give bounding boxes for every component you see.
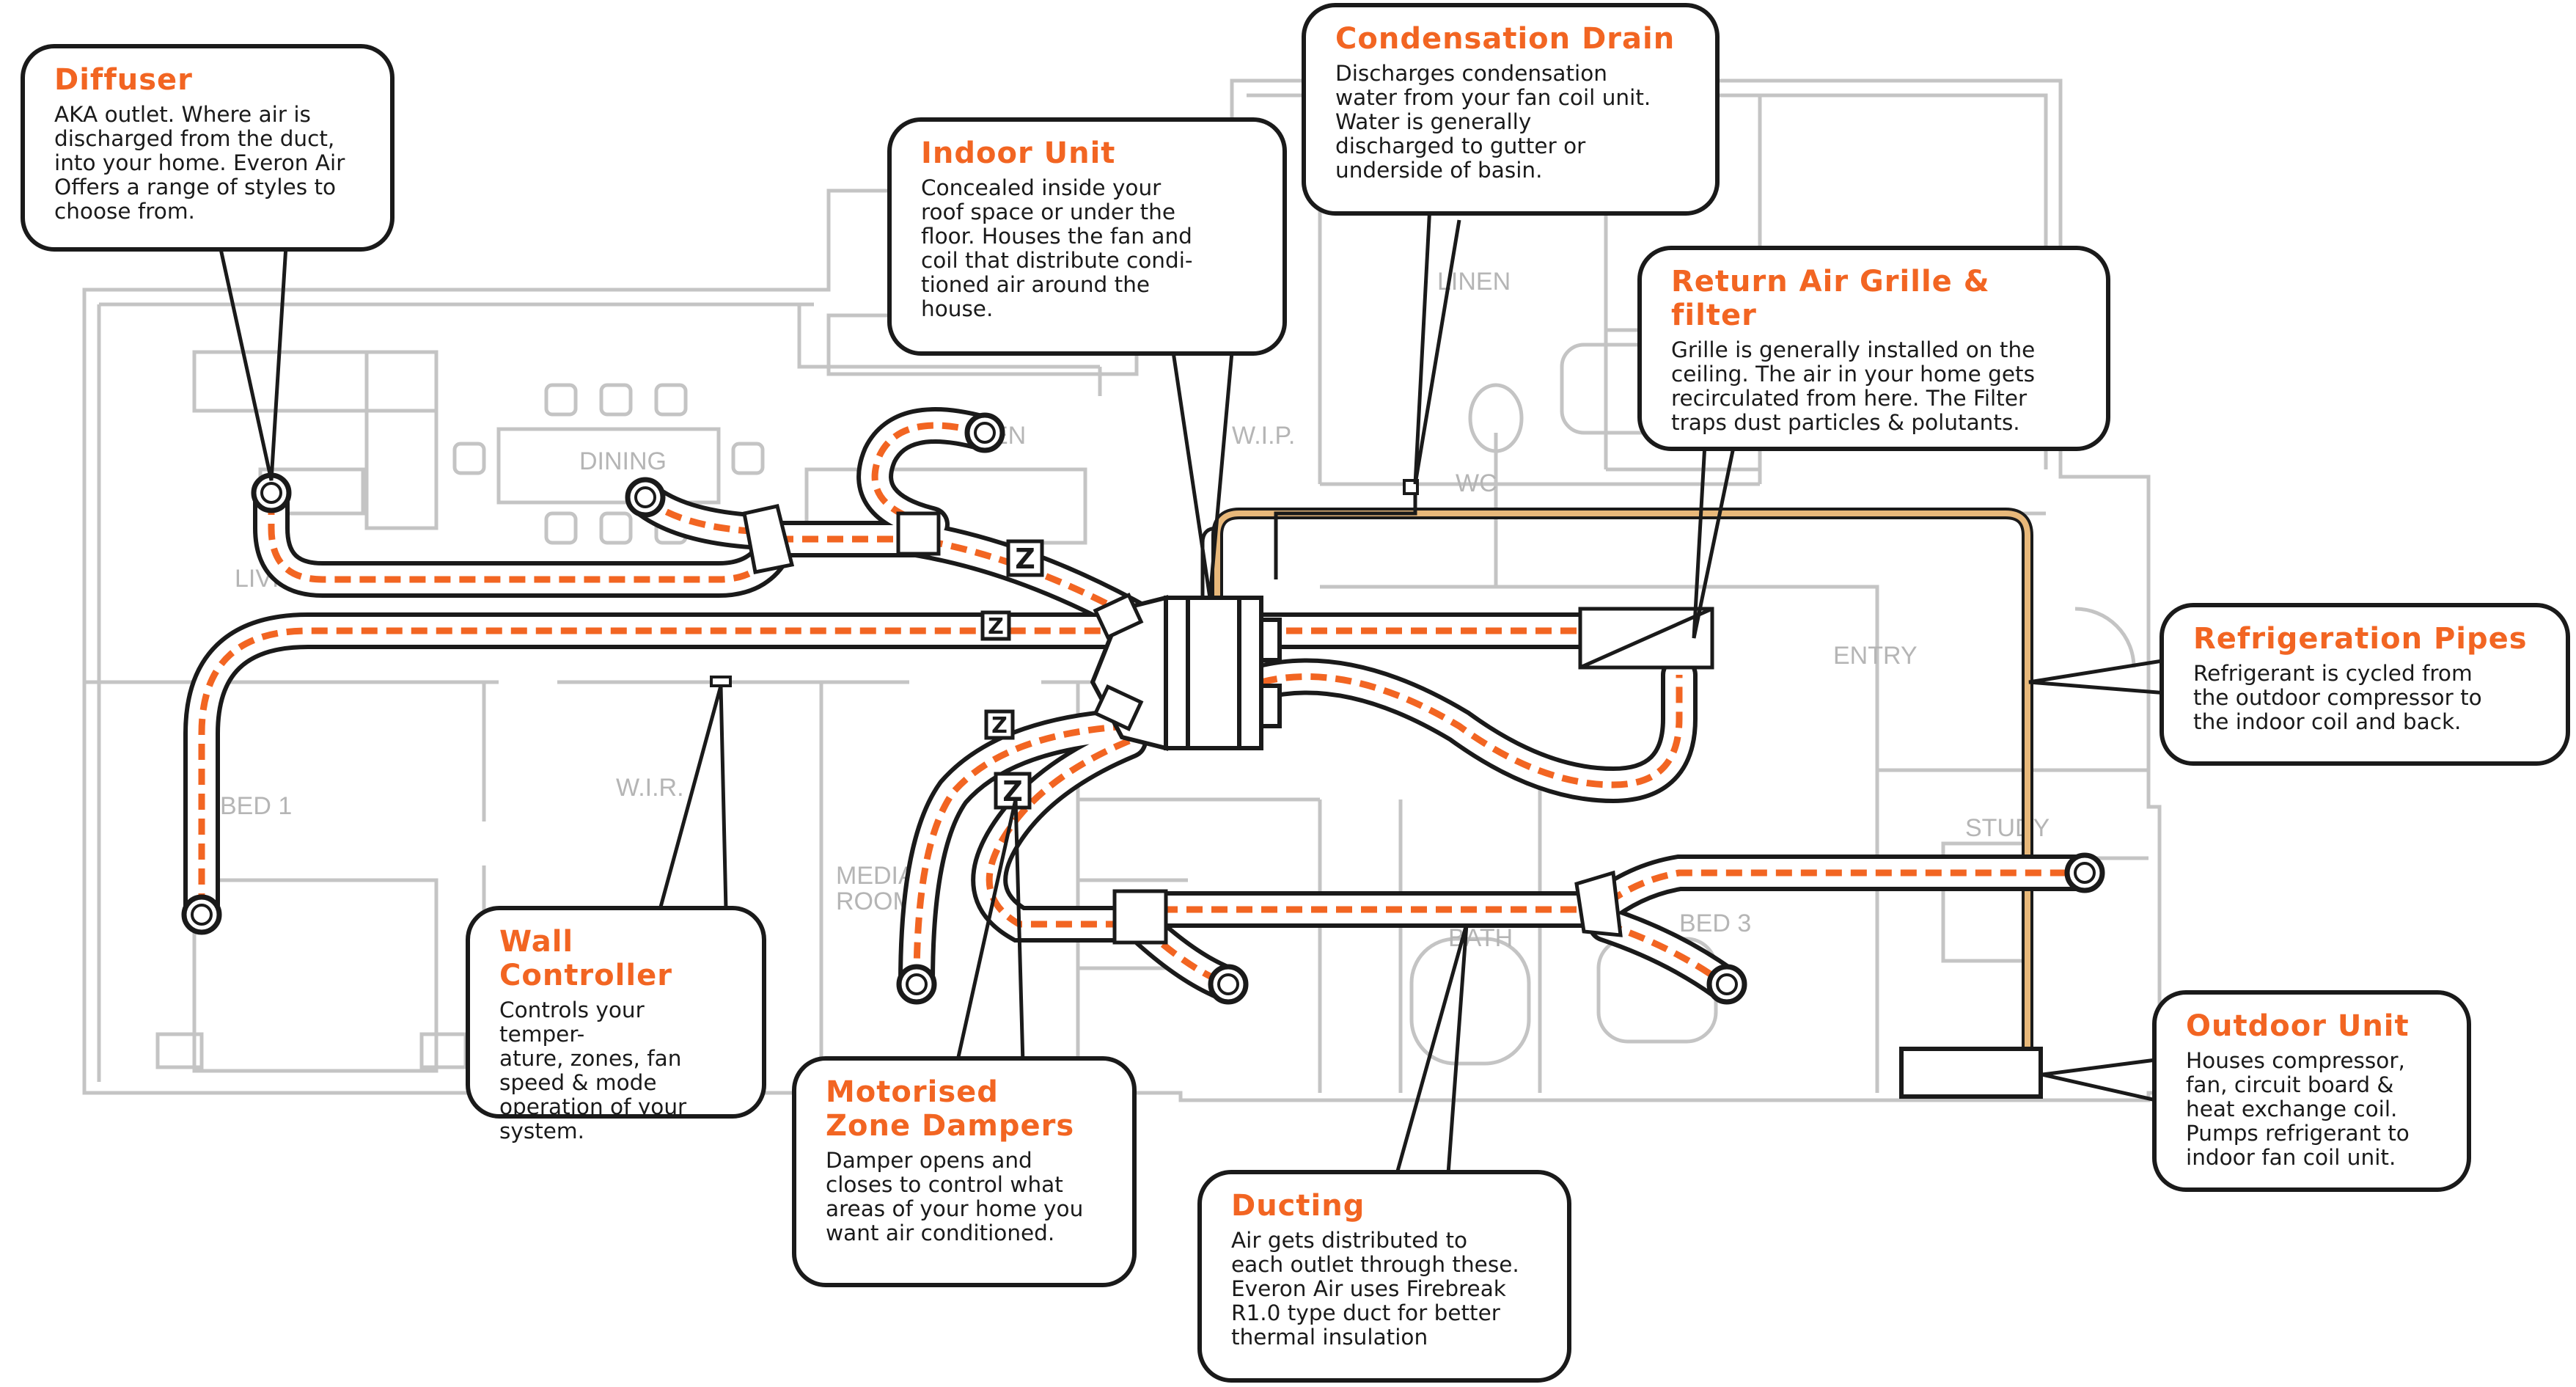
- leader-wall-controller: [658, 685, 728, 910]
- condensation-drain-line: [1274, 488, 1417, 579]
- diffuser-living: [251, 472, 292, 513]
- callout-text: Discharges condensation water from your …: [1335, 61, 1651, 183]
- callout-return-air: Return Air Grille & filter Grille is gen…: [1637, 246, 2110, 451]
- y-junction-south: [1112, 889, 1168, 945]
- floor-plan: [82, 78, 2162, 1102]
- callout-title: Diffuser: [54, 63, 193, 97]
- room-label-media: MEDIA: [836, 862, 915, 890]
- callout-ducting: Ducting Air gets distributed to each out…: [1197, 1170, 1571, 1383]
- fan-coil-unit: [1164, 596, 1263, 750]
- callout-text: Houses compressor, fan, circuit board & …: [2186, 1048, 2410, 1171]
- room-label-bath: BATH: [1448, 924, 1513, 952]
- y-junction-dining: [742, 504, 795, 574]
- callout-title: Motorised Zone Dampers: [826, 1075, 1075, 1143]
- room-label-entry: ENTRY: [1833, 642, 1918, 670]
- damper-3: Z: [984, 709, 1015, 740]
- leader-condensation: [1413, 205, 1461, 485]
- callout-text: AKA outlet. Where air is discharged from…: [54, 102, 345, 224]
- leader-zone-dampers: [955, 799, 1025, 1064]
- callout-text: Grille is generally installed on the cei…: [1671, 337, 2036, 436]
- svg-text:Z: Z: [991, 713, 1008, 739]
- callout-text: Refrigerant is cycled from the outdoor c…: [2193, 661, 2482, 735]
- leader-lines: [218, 205, 2168, 1174]
- svg-text:Z: Z: [1002, 775, 1023, 808]
- leader-return-air: [1692, 443, 1736, 639]
- callout-text: Damper opens and closes to control what …: [826, 1148, 1084, 1246]
- diffuser-bed3: [1706, 964, 1747, 1005]
- callout-text: Controls your temper- ature, zones, fan …: [499, 998, 687, 1144]
- callout-title: Return Air Grille & filter: [1671, 265, 1990, 332]
- damper-1: Z: [1006, 539, 1044, 577]
- duct-fittings: [742, 504, 1714, 945]
- callout-indoor-unit: Indoor Unit Concealed inside your roof s…: [887, 117, 1287, 356]
- damper-4: Z: [994, 772, 1032, 810]
- leader-outdoor-unit: [2041, 1058, 2157, 1102]
- callout-text: Air gets distributed to each outlet thro…: [1231, 1228, 1519, 1350]
- callout-title: Refrigeration Pipes: [2193, 622, 2528, 656]
- diffuser-kitchen: [964, 412, 1005, 453]
- room-label-bed3: BED 3: [1679, 910, 1751, 937]
- room-label-wc: WC: [1456, 469, 1497, 497]
- room-label-media-room: ROOM: [836, 888, 914, 915]
- leader-indoor-unit: [1171, 351, 1234, 599]
- callout-outdoor-unit: Outdoor Unit Houses compressor, fan, cir…: [2152, 990, 2471, 1192]
- callout-title: Indoor Unit: [921, 136, 1116, 170]
- room-label-wir: W.I.R.: [616, 774, 684, 802]
- room-label-wip: W.I.P.: [1232, 422, 1295, 450]
- callout-refrigeration-pipes: Refrigeration Pipes Refrigerant is cycle…: [2159, 603, 2570, 766]
- callout-zone-dampers: Motorised Zone Dampers Damper opens and …: [792, 1056, 1137, 1287]
- diffuser-bed1: [181, 894, 222, 935]
- room-label-dining: DINING: [579, 447, 667, 475]
- callout-title: Outdoor Unit: [2186, 1009, 2410, 1043]
- room-label-study: STUDY: [1965, 814, 2050, 842]
- leader-refrigeration: [2028, 658, 2168, 695]
- svg-text:Z: Z: [988, 614, 1004, 640]
- callout-text: Concealed inside your roof space or unde…: [921, 175, 1193, 322]
- callout-title: Ducting: [1231, 1189, 1365, 1223]
- callout-title: Condensation Drain: [1335, 22, 1676, 56]
- svg-text:Z: Z: [1015, 543, 1035, 575]
- diffuser-bath: [1208, 964, 1249, 1005]
- diffuser-dining: [625, 477, 666, 518]
- zone-dampers: Z Z Z Z: [980, 539, 1144, 810]
- callout-title: Wall Controller: [499, 925, 672, 992]
- callout-condensation-drain: Condensation Drain Discharges condensati…: [1302, 3, 1720, 216]
- diffuser-media: [896, 964, 937, 1005]
- leader-ducting: [1395, 923, 1469, 1174]
- outdoor-unit-device: [1899, 1047, 2043, 1099]
- y-junction-bed3: [1574, 870, 1623, 937]
- damper-2: Z: [980, 610, 1011, 641]
- diffuser-study: [2064, 852, 2105, 893]
- leader-diffuser: [218, 245, 288, 481]
- callout-diffuser: Diffuser AKA outlet. Where air is discha…: [21, 44, 395, 252]
- callout-wall-controller: Wall Controller Controls your temper- at…: [466, 906, 766, 1143]
- takeoff-kitchen: [896, 511, 941, 556]
- room-label-bed1: BED 1: [220, 792, 292, 820]
- diffusers: [181, 412, 2105, 1005]
- wall-controller-device: [710, 676, 732, 687]
